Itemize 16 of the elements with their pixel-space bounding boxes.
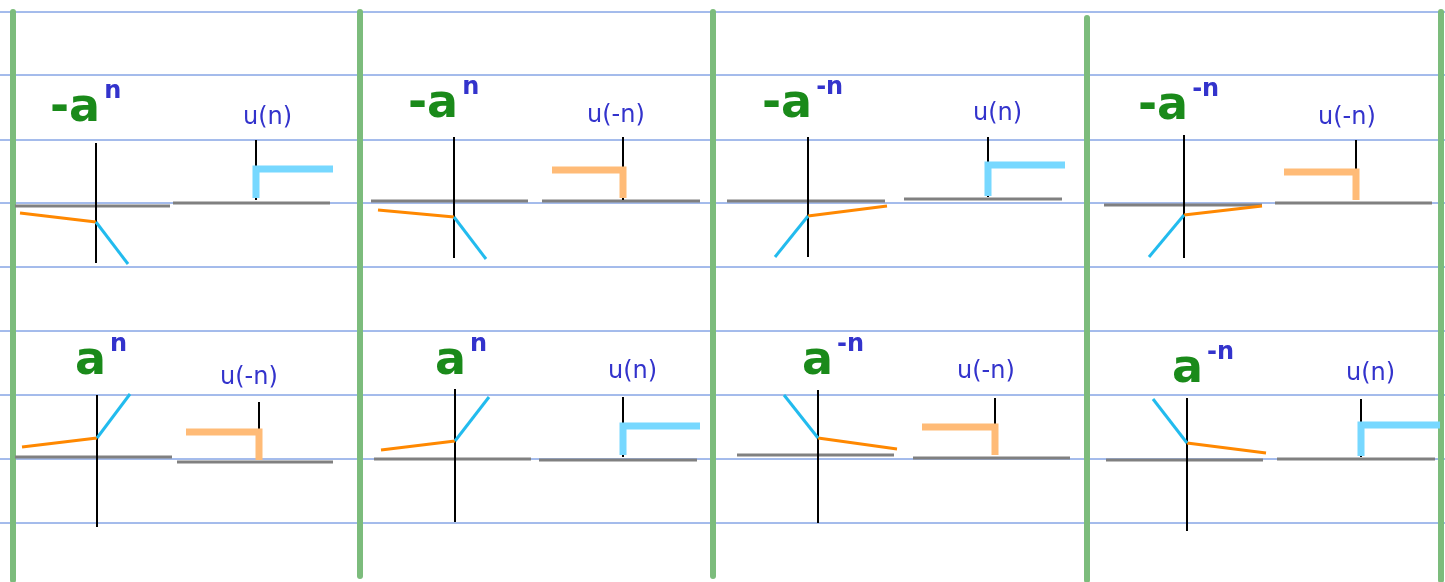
formula-label: a$^{-n}$ <box>1172 343 1235 389</box>
step-function-label: u(n) <box>1346 360 1396 384</box>
step-function-label: u(n) <box>973 100 1023 124</box>
formula-label: a$^{-n}$ <box>802 335 865 381</box>
step-function-label: u(-n) <box>587 102 645 126</box>
formula-label: -a$^{n}$ <box>50 82 122 128</box>
step-function-label: u(n) <box>243 104 293 128</box>
step-function-label: u(n) <box>608 358 658 382</box>
formula-label: a$^{n}$ <box>435 335 488 381</box>
formula-label: -a$^{n}$ <box>408 78 480 124</box>
step-function-label: u(-n) <box>220 364 278 388</box>
formula-label: -a$^{-n}$ <box>1138 80 1220 126</box>
step-function-label: u(-n) <box>1318 104 1376 128</box>
step-function-label: u(-n) <box>957 358 1015 382</box>
formula-label: -a$^{-n}$ <box>762 78 844 124</box>
formula-label: a$^{n}$ <box>75 335 128 381</box>
